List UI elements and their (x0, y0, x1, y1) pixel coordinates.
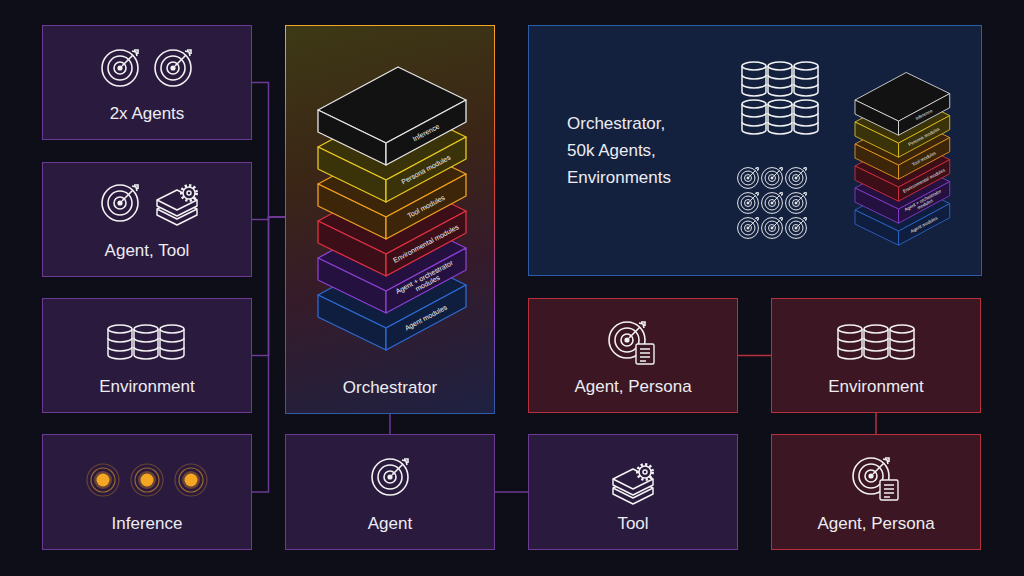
inference-layer (318, 67, 466, 165)
orchestrator-layer (855, 160, 950, 223)
connector-line (252, 217, 285, 492)
environment-grid-icon (742, 62, 818, 134)
node-label: Orchestrator (343, 378, 437, 398)
node-label: Agent, Persona (817, 514, 934, 534)
persona-icon (609, 322, 654, 364)
node-label: Agent (368, 514, 412, 534)
environment-box: Environment (42, 298, 252, 413)
node-label: Environment (99, 377, 194, 397)
connector-line (875, 413, 877, 434)
node-label: Agent, Persona (574, 377, 691, 397)
agent-icon (155, 50, 191, 86)
module-label: Tool modules (387, 184, 465, 230)
module-label: Agent modules (387, 295, 465, 341)
node-label: Environment (828, 377, 923, 397)
module-label: Tool modules (899, 144, 949, 173)
agent-tool-box: Agent, Tool (42, 162, 252, 277)
module-label: Environmental modules (387, 221, 465, 267)
agent-box: Agent (285, 434, 495, 550)
persona-layer (855, 94, 950, 157)
tool-box: Tool (528, 434, 738, 550)
persona-layer (318, 104, 466, 202)
module-label: Persona modules (387, 147, 465, 193)
inference-icon (87, 464, 207, 496)
connector-line (389, 414, 391, 434)
module-label: Agent modules (899, 210, 949, 239)
agent-icon (102, 185, 138, 221)
node-label: Agent, Tool (105, 241, 190, 261)
connector-line (495, 491, 528, 493)
module-stack-small (855, 72, 950, 245)
node-label: Orchestrator, 50k Agents, Environments (567, 110, 697, 191)
environment-layer (855, 138, 950, 201)
agent-persona-box: Agent, Persona (771, 434, 981, 550)
tool-layer (855, 116, 950, 179)
agent-group-box: 2x Agents (42, 25, 252, 140)
agent-layer (855, 182, 950, 245)
module-label: Agent + orchestrator modules (385, 254, 466, 306)
orchestrator-layer (318, 215, 466, 313)
agent-icon (102, 50, 138, 86)
module-stack (318, 67, 466, 350)
connector-line (252, 83, 285, 218)
inference-layer (855, 72, 950, 135)
orchestrator-box: Orchestrator (285, 25, 495, 414)
environment-icon (838, 325, 914, 359)
agent-layer (318, 252, 466, 350)
persona-icon (853, 458, 898, 500)
environment-layer (318, 178, 466, 276)
environment-icon (108, 325, 184, 359)
module-label: Agent + orchestrator modules (898, 185, 950, 219)
module-label: Environmental modules (899, 166, 949, 195)
node-label: Tool (617, 514, 648, 534)
inference-box: Inference (42, 434, 252, 550)
module-label: Inference (899, 100, 949, 129)
module-label: Persona modules (899, 122, 949, 151)
connector-line (738, 355, 771, 357)
tool-layer (318, 141, 466, 239)
deployment-panel: Orchestrator, 50k Agents, Environments (528, 25, 982, 276)
tool-icon (613, 465, 653, 505)
agent-grid-icon (738, 168, 807, 239)
environment-box: Environment (771, 298, 981, 413)
tool-icon (157, 186, 197, 226)
node-label: 2x Agents (110, 104, 185, 124)
node-label: Inference (112, 514, 183, 534)
agent-icon (372, 459, 408, 495)
agent-persona-box: Agent, Persona (528, 298, 738, 413)
module-label: Inference (387, 110, 465, 156)
